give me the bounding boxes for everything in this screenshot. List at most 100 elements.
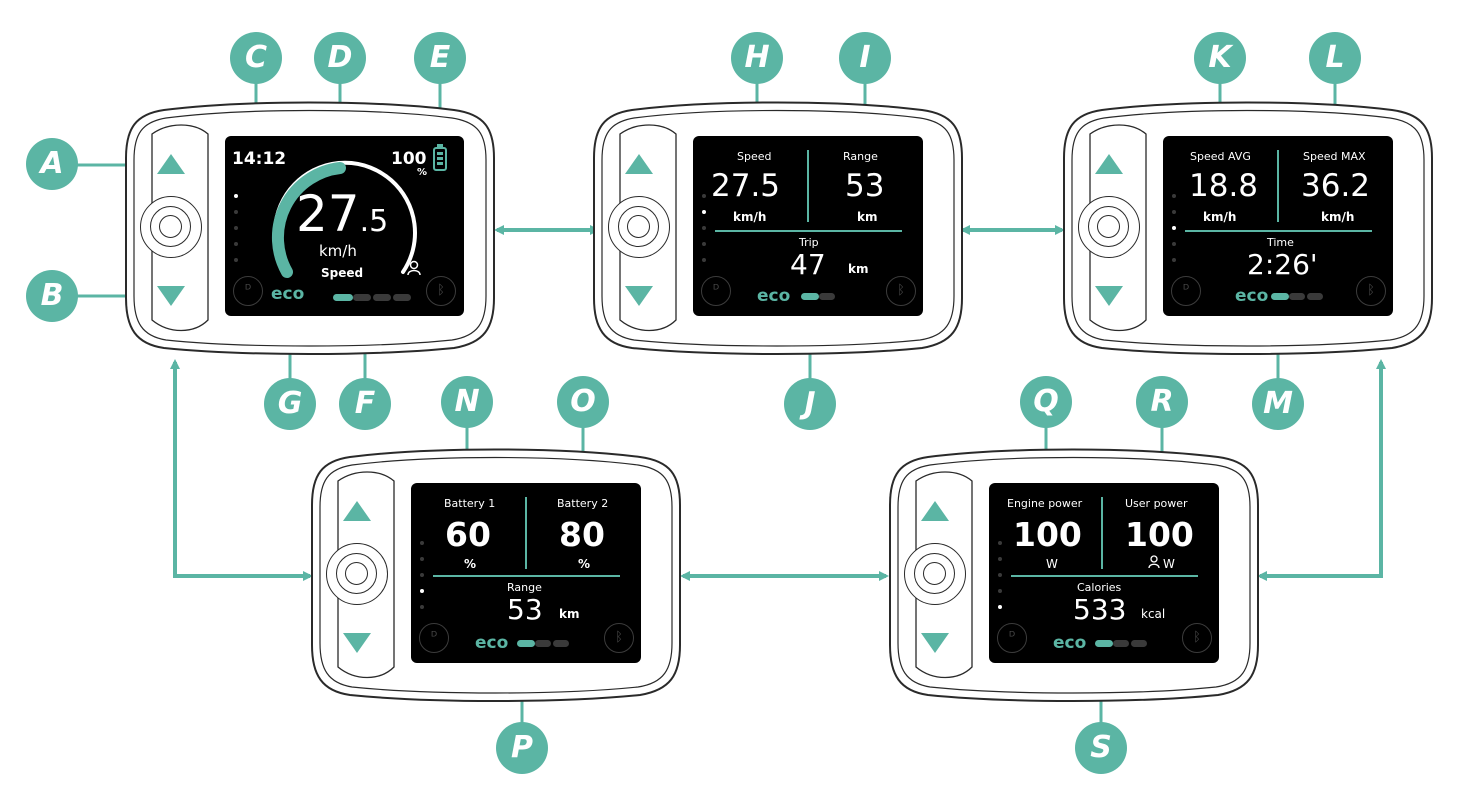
assist-level-2 [353, 294, 371, 301]
right-unit: % [578, 557, 591, 571]
callout-l: L [1309, 32, 1361, 84]
left-label: Battery 1 [444, 497, 496, 510]
bottom-label: Time [1267, 236, 1294, 249]
bottom-label: Trip [799, 236, 819, 249]
center-button[interactable] [904, 543, 966, 605]
assist-level-1 [1271, 293, 1289, 300]
right-value: 80 [559, 515, 605, 554]
battery-icon [433, 144, 447, 171]
assist-level-2 [535, 640, 551, 647]
bottom-value: 533 [1073, 593, 1127, 626]
down-arrow-icon [343, 633, 371, 653]
mode-label: eco [475, 633, 509, 653]
assist-level-3 [1307, 293, 1323, 300]
left-label: Engine power [1007, 497, 1083, 510]
center-button[interactable] [608, 196, 670, 258]
bottom-value: 2:26' [1247, 248, 1318, 281]
row-divider [433, 575, 620, 577]
bluetooth-icon[interactable]: ᛒ [1182, 623, 1212, 653]
page-indicator [702, 194, 708, 264]
callout-k: K [1194, 32, 1246, 84]
headlight-icon[interactable]: ᴰ [419, 623, 449, 653]
up-button[interactable] [342, 499, 372, 523]
center-button[interactable] [140, 196, 202, 258]
callout-o: O [557, 376, 609, 428]
left-value: 60 [445, 515, 491, 554]
callout-s: S [1075, 722, 1127, 774]
column-divider [807, 150, 809, 222]
assist-level-1 [801, 293, 819, 300]
callout-c: C [230, 32, 282, 84]
right-value: 100 [1125, 515, 1194, 554]
row-divider [715, 230, 902, 232]
screen-battery-range: Battery 1 60 % Battery 2 80 % Range 53 k… [411, 483, 641, 663]
callout-n: N [441, 376, 493, 428]
up-button[interactable] [624, 152, 654, 176]
center-button[interactable] [326, 543, 388, 605]
assist-level-2 [819, 293, 835, 300]
bottom-unit: kcal [1141, 607, 1166, 621]
bottom-label: Calories [1077, 581, 1122, 594]
screen-power-calories: Engine power 100 W User power 100 W Calo… [989, 483, 1219, 663]
up-arrow-icon [625, 154, 653, 174]
down-button[interactable] [156, 284, 186, 308]
left-label: Speed AVG [1190, 150, 1251, 163]
screen-speed-range-trip: Speed 27.5 km/h Range 53 km Trip 47 km ᴰ… [693, 136, 923, 316]
bottom-value: 53 [507, 593, 543, 626]
headlight-icon[interactable]: ᴰ [1171, 276, 1201, 306]
up-button[interactable] [920, 499, 950, 523]
bottom-label: Range [507, 581, 542, 594]
left-value: 100 [1013, 515, 1082, 554]
left-unit: km/h [1203, 210, 1237, 224]
up-button[interactable] [1094, 152, 1124, 176]
up-arrow-icon [343, 501, 371, 521]
left-label: Speed [737, 150, 772, 163]
right-label: Range [843, 150, 878, 163]
right-value: 36.2 [1301, 168, 1371, 204]
display-device-5: Engine power 100 W User power 100 W Calo… [888, 445, 1260, 703]
mode-label: eco [1053, 633, 1087, 653]
arrow-screen5-screen3 [1257, 359, 1386, 581]
down-button[interactable] [624, 284, 654, 308]
speed-arc-gauge [271, 160, 417, 278]
right-unit: km/h [1321, 210, 1355, 224]
down-button[interactable] [1094, 284, 1124, 308]
assist-level-1 [517, 640, 535, 647]
assist-level-3 [1131, 640, 1147, 647]
bluetooth-icon[interactable]: ᛒ [426, 276, 456, 306]
up-button[interactable] [156, 152, 186, 176]
callout-d: D [314, 32, 366, 84]
right-unit: km [857, 210, 878, 224]
bottom-unit: km [559, 607, 580, 621]
page-indicator [234, 194, 240, 264]
right-label: User power [1125, 497, 1188, 510]
headlight-icon[interactable]: ᴰ [233, 276, 263, 306]
bluetooth-icon[interactable]: ᛒ [1356, 276, 1386, 306]
left-unit: % [464, 557, 477, 571]
column-divider [1277, 150, 1279, 222]
right-unit: W [1163, 557, 1175, 571]
bluetooth-icon[interactable]: ᛒ [604, 623, 634, 653]
down-arrow-icon [921, 633, 949, 653]
left-unit: km/h [733, 210, 767, 224]
time-readout: 14:12 [232, 149, 287, 169]
left-unit: W [1046, 557, 1058, 571]
headlight-icon[interactable]: ᴰ [997, 623, 1027, 653]
assist-level-2 [1113, 640, 1129, 647]
callout-a: A [26, 138, 78, 190]
up-arrow-icon [157, 154, 185, 174]
bluetooth-icon[interactable]: ᛒ [886, 276, 916, 306]
center-button[interactable] [1078, 196, 1140, 258]
down-button[interactable] [920, 631, 950, 655]
left-value: 18.8 [1189, 168, 1259, 204]
speed-unit: km/h [319, 242, 357, 260]
left-value: 27.5 [711, 168, 781, 204]
down-button[interactable] [342, 631, 372, 655]
speed-value: 27.5 [296, 185, 389, 243]
speed-label: Speed [321, 266, 364, 280]
callout-r: R [1136, 376, 1188, 428]
page-indicator [998, 541, 1004, 611]
callout-g: G [264, 378, 316, 430]
right-label: Battery 2 [557, 497, 609, 510]
headlight-icon[interactable]: ᴰ [701, 276, 731, 306]
